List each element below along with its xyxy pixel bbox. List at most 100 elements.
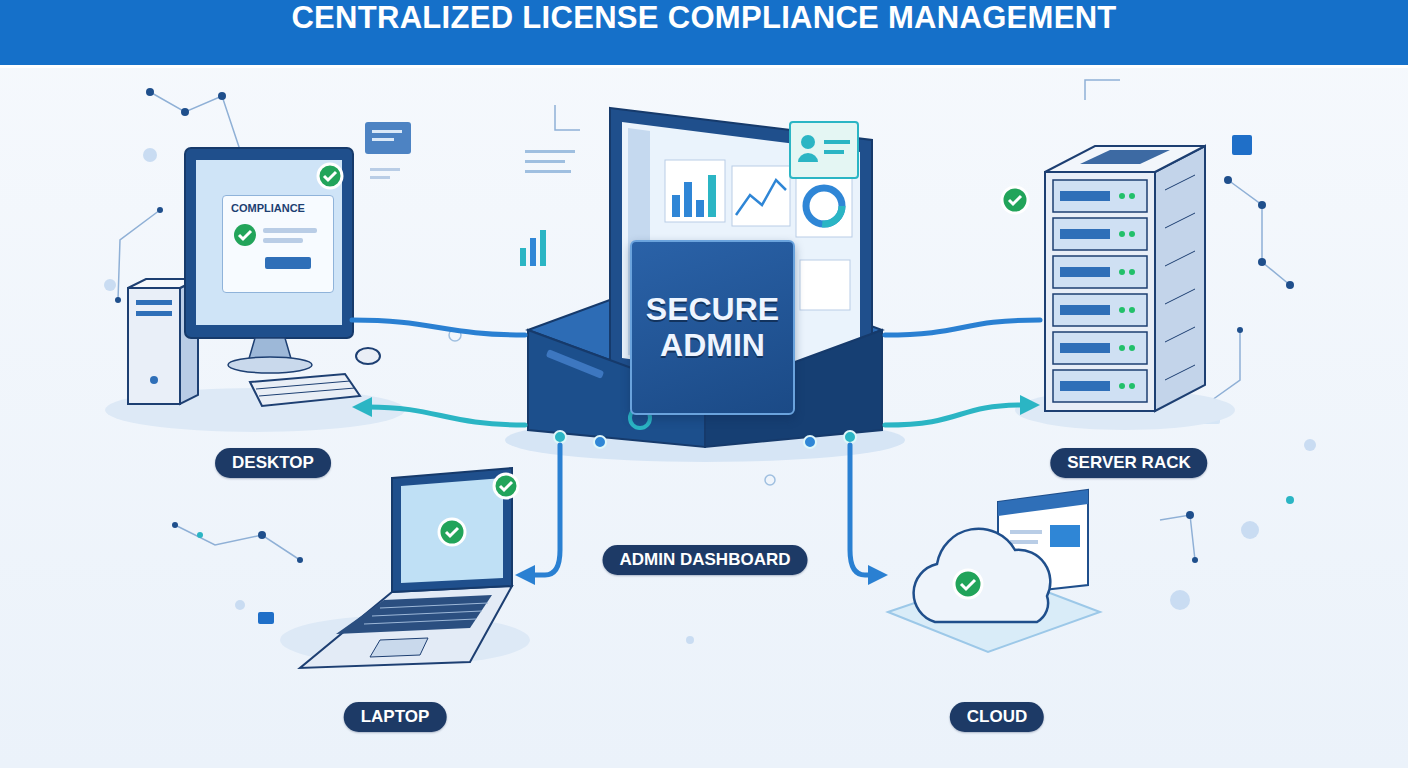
soft-dots-part — [1170, 590, 1190, 610]
desktop-computer-part — [136, 300, 172, 305]
window-decoration-part-part — [263, 228, 317, 233]
desktop-computer-part — [318, 164, 342, 188]
laptop-computer-part — [300, 586, 512, 668]
cloud-service-part — [954, 570, 982, 598]
network-decoration — [118, 80, 1290, 560]
admin-hub-part — [696, 200, 704, 217]
network-decoration-part — [1205, 330, 1240, 405]
server-rack-part-part — [1119, 269, 1125, 275]
server-rack-part — [1155, 146, 1205, 411]
soft-dots-part — [1232, 135, 1252, 155]
laptop-computer-part — [336, 595, 492, 634]
server-rack-part-part — [1060, 229, 1110, 239]
desktop-computer-part — [136, 311, 172, 316]
network-dots-part — [1258, 258, 1266, 266]
laptop-computer-part — [401, 478, 503, 583]
network-dots-part — [157, 207, 163, 213]
floating-doc-part — [525, 150, 575, 153]
server-rack-part-part — [1060, 305, 1110, 315]
admin-hub-part — [736, 180, 786, 215]
admin-hub-part — [732, 166, 790, 226]
connector — [885, 405, 1024, 425]
laptop-computer-part — [446, 528, 458, 536]
server-rack-part-part — [1060, 267, 1110, 277]
device-label: ADMIN DASHBOARD — [603, 545, 808, 575]
admin-hub-part — [796, 175, 852, 237]
network-dots-part — [218, 92, 226, 100]
connector — [352, 320, 525, 335]
floating-doc-part — [540, 230, 546, 266]
admin-hub-part — [790, 122, 858, 178]
network-dots-part — [1237, 327, 1243, 333]
laptop-computer — [280, 468, 530, 668]
network-dots-part — [1258, 201, 1266, 209]
desktop-computer-part — [228, 357, 312, 373]
laptop-node: LAPTOP — [300, 465, 515, 670]
laptop-computer-part — [380, 603, 488, 608]
network-decoration-part — [1228, 180, 1290, 285]
admin-hub-part — [844, 431, 856, 443]
server-rack-part-part — [1053, 370, 1147, 402]
network-dots-part — [1186, 511, 1194, 519]
soft-dots-part — [1286, 496, 1294, 504]
device-label: LAPTOP — [344, 702, 447, 732]
network-decoration-part — [555, 105, 580, 130]
network-dots-part — [258, 531, 266, 539]
floating-doc-part — [372, 138, 394, 141]
cloud-service-part — [914, 529, 1051, 622]
network-dots — [115, 88, 1294, 563]
server-rack-part-part — [1165, 213, 1195, 228]
admin-hub-part — [708, 175, 716, 217]
floating-doc-part — [365, 122, 411, 154]
server-rack-part-part — [1060, 343, 1110, 353]
window-decoration-part-part — [263, 238, 303, 243]
server-rack-part-part — [1119, 383, 1125, 389]
server-rack-part-part — [1165, 365, 1195, 380]
server-rack-part-part — [1129, 383, 1135, 389]
device-label: SERVER RACK — [1050, 448, 1207, 478]
server-rack-part — [1119, 193, 1135, 389]
server-rack-part-part — [1165, 175, 1195, 190]
window-decoration-part-part — [239, 231, 251, 239]
admin-hub-part — [804, 436, 816, 448]
network-decoration-part — [175, 525, 300, 560]
desktop-computer-part — [185, 148, 353, 338]
server-rack-part — [1080, 150, 1170, 164]
soft-dots-part — [765, 475, 775, 485]
admin-hub-part — [554, 431, 566, 443]
server-rack-part-part — [1060, 381, 1110, 391]
server-rack-part — [1002, 187, 1028, 213]
laptop-computer-part — [500, 482, 512, 490]
secure-admin-panel: SECURE ADMIN — [630, 240, 795, 415]
laptop-computer-part — [372, 611, 482, 616]
admin-hub-node: ADMIN DASHBOARDSECURE ADMIN — [525, 100, 885, 445]
admin-hub-part — [806, 188, 842, 224]
floating-doc-part — [370, 168, 400, 171]
server-rack-part-part — [1129, 307, 1135, 313]
server-rack-part — [1053, 180, 1147, 402]
server-rack-part-part — [1053, 332, 1147, 364]
laptop-computer-part — [439, 519, 465, 545]
admin-hub-part — [824, 150, 844, 154]
soft-dots — [104, 135, 1316, 644]
connector — [368, 407, 525, 425]
desktop-computer-part — [259, 388, 355, 396]
admin-hub-part — [801, 135, 815, 149]
connector — [850, 445, 872, 575]
compliance-window: COMPLIANCE — [222, 195, 334, 293]
floating-doc-part — [520, 248, 526, 266]
server-rack-part-part — [1165, 327, 1195, 342]
window-decoration-part-part — [234, 224, 256, 246]
device-label: DESKTOP — [215, 448, 331, 478]
server-rack-part-part — [1119, 345, 1125, 351]
admin-hub-part — [684, 182, 692, 217]
floating-doc-part — [370, 176, 390, 179]
server-rack-part-part — [1053, 256, 1147, 288]
cloud-service-part — [961, 580, 975, 589]
admin-hub-part — [665, 160, 725, 222]
desktop-computer-part — [150, 376, 158, 384]
server-rack-part — [1165, 175, 1195, 380]
network-dots-part — [115, 297, 121, 303]
